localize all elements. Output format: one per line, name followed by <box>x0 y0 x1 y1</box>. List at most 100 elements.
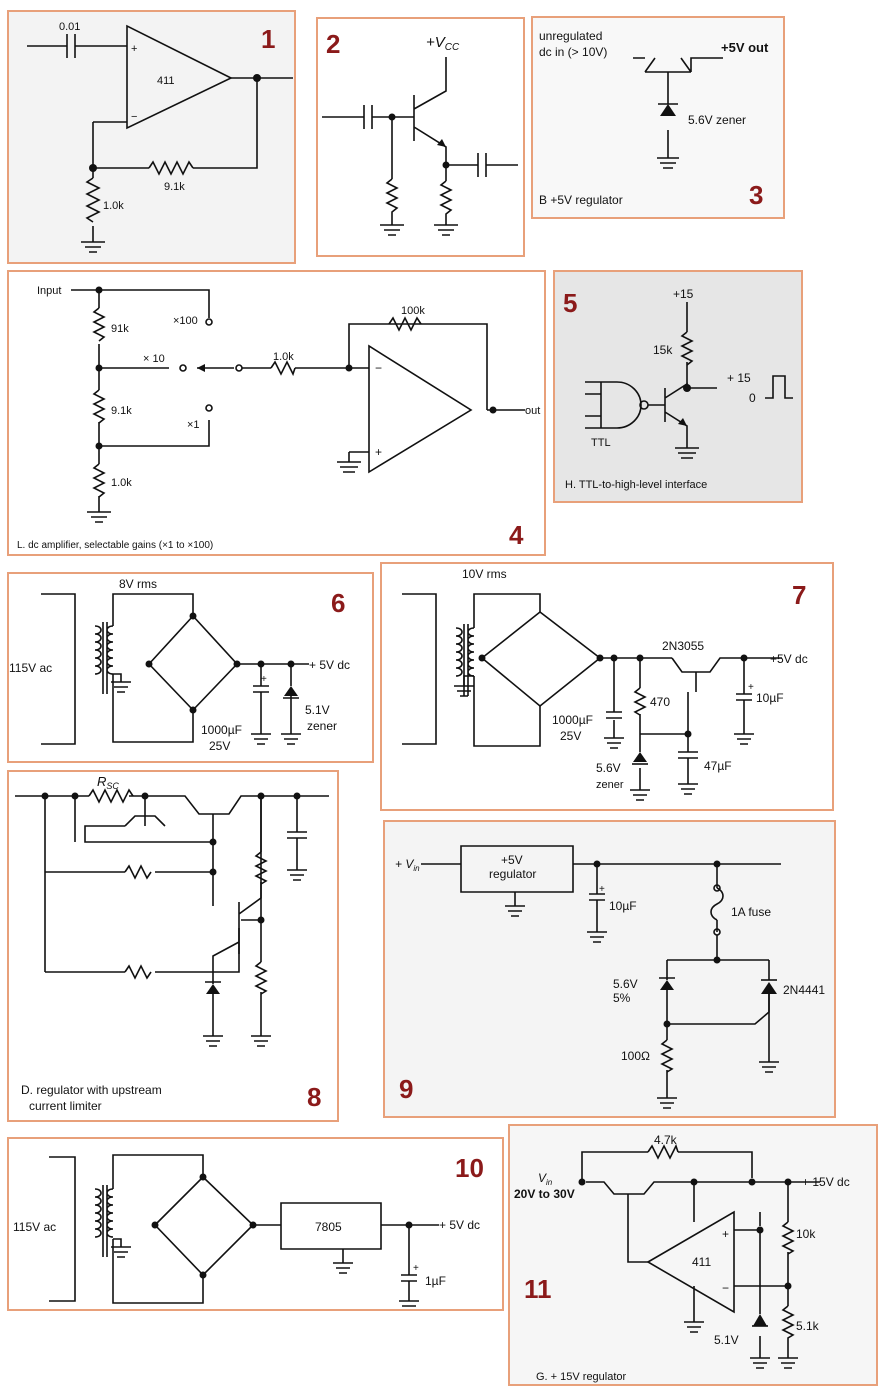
label-caption: H. TTL-to-high-level interface <box>565 479 707 491</box>
label-r: 470 <box>650 695 670 709</box>
label-r3: 5.1k <box>796 1319 820 1333</box>
label-z1: 5.6V <box>613 977 638 991</box>
label-vac: 8V rms <box>119 577 157 591</box>
svg-text:+VCC: +VCC <box>426 34 460 53</box>
label-z2: zener <box>596 779 624 791</box>
label-z1: 5.6V <box>596 761 621 775</box>
svg-text:+ Vin: + Vin <box>395 857 420 873</box>
label-r1: 4.7k <box>654 1133 678 1147</box>
label-vin-sub: in <box>546 1178 553 1187</box>
svg-text:Vin: Vin <box>538 1171 553 1187</box>
nand-gate <box>585 381 642 429</box>
panel-10: 115V ac 7805 + 5V dc 1µF + 10 <box>7 1137 504 1311</box>
label-out: + 5V dc <box>309 658 350 672</box>
label-cap: 0.01 <box>59 21 80 33</box>
label-caption: B +5V regulator <box>539 193 623 207</box>
circuit-6: 8V rms 115V ac + 5V dc + 1000µF 25V 5.1V… <box>9 577 350 753</box>
label-zener2: zener <box>307 719 337 733</box>
panel-6: 8V rms 115V ac + 5V dc + 1000µF 25V 5.1V… <box>7 572 374 763</box>
circuit-5: +15 15k + 15 0 TTL H. TTL-to-high-level … <box>565 287 793 491</box>
panel-number: 7 <box>792 580 807 610</box>
label-z2: 5% <box>613 991 631 1005</box>
label-r2: 10k <box>796 1227 816 1241</box>
label-vac: 10V rms <box>462 567 507 581</box>
circuit-10: 115V ac 7805 + 5V dc 1µF + <box>13 1154 480 1307</box>
label-plus: + <box>261 674 267 685</box>
label-x10: × 10 <box>143 353 165 365</box>
label-rg: 1.0k <box>103 200 124 212</box>
label-rin: 1.0k <box>273 351 294 363</box>
panel-2: +VCC 2 <box>316 17 525 257</box>
opamp-symbol <box>126 24 233 130</box>
label-out: +5V out <box>721 40 769 55</box>
panel-1: 0.01 + − 411 9.1k 1.0k 1 <box>7 10 296 264</box>
label-c2: 10µF <box>756 691 784 705</box>
label-zener: 5.1V <box>714 1333 739 1347</box>
panel-number: 11 <box>524 1274 552 1304</box>
circuit-4: Input 91k 9.1k 1.0k ×100 × 10 ×1 1.0k 10… <box>17 285 540 551</box>
resistor-rf <box>148 160 194 176</box>
label-input: Input <box>37 285 61 297</box>
circuit-7: 10V rms 2N3055 +5V dc 1000µF 25V 470 10µ… <box>402 567 808 801</box>
label-vcc-sub: CC <box>445 42 460 53</box>
panel-number: 8 <box>307 1082 322 1112</box>
label-minus: − <box>131 111 137 123</box>
label-v15b: + 15 <box>727 371 751 385</box>
label-capv: 25V <box>209 739 230 753</box>
label-rsc-sub: SC <box>106 781 119 791</box>
panel-number: 3 <box>749 180 764 210</box>
label-plus: + <box>722 1227 729 1241</box>
label-fuse: 1A fuse <box>731 905 771 919</box>
label-caption: G. + 15V regulator <box>536 1371 627 1383</box>
bridge-rectifier <box>153 1175 255 1277</box>
label-c3: 47µF <box>704 759 732 773</box>
panel-5: +15 15k + 15 0 TTL H. TTL-to-high-level … <box>553 270 803 503</box>
label-scr: 2N4441 <box>783 983 825 997</box>
label-r: 100Ω <box>621 1049 650 1063</box>
label-out: + 15V dc <box>802 1175 850 1189</box>
label-opamp: 411 <box>157 75 175 87</box>
label-cap: 1µF <box>425 1274 446 1288</box>
circuit-3: unregulated dc in (> 10V) +5V out 5.6V z… <box>539 29 769 207</box>
label-zero: 0 <box>749 391 756 405</box>
label-out: +5V dc <box>770 652 808 666</box>
label-vin: + V <box>395 857 414 871</box>
panel-4: Input 91k 9.1k 1.0k ×100 × 10 ×1 1.0k 10… <box>7 270 546 556</box>
circuit-1: 0.01 + − 411 9.1k 1.0k <box>27 21 293 253</box>
ground-symbol <box>81 241 105 253</box>
circuit-8: RSC D. regulator with upstream current l… <box>15 774 329 1113</box>
resistor-rsc <box>88 788 134 804</box>
capacitor-symbol <box>66 34 76 58</box>
label-minus: − <box>375 361 382 375</box>
label-zener: 5.1V <box>305 703 330 717</box>
label-transistor: 2N3055 <box>662 639 704 653</box>
label-r3: 1.0k <box>111 477 132 489</box>
svg-text:RSC: RSC <box>97 774 119 791</box>
label-reg2: regulator <box>489 867 536 881</box>
label-minus: − <box>722 1281 729 1295</box>
label-out: out <box>525 405 540 417</box>
label-r: 15k <box>653 343 673 357</box>
panel-number: 4 <box>509 520 524 550</box>
panel-number: 2 <box>326 29 341 59</box>
pulse-symbol <box>765 375 793 399</box>
label-reg1: +5V <box>501 853 523 867</box>
label-r2: 9.1k <box>111 405 132 417</box>
panel-9: + Vin +5V regulator 10µF + 1A fuse 5.6V … <box>383 820 836 1118</box>
panel-8: RSC D. regulator with upstream current l… <box>7 770 339 1122</box>
panel-7: 10V rms 2N3055 +5V dc 1000µF 25V 470 10µ… <box>380 562 834 811</box>
circuit-2: +VCC <box>322 34 518 236</box>
label-plus: + <box>375 445 382 459</box>
label-rf: 100k <box>401 305 425 317</box>
label-mains: 115V ac <box>9 661 52 675</box>
panel-number: 5 <box>563 288 578 318</box>
label-plus: + <box>599 884 605 895</box>
panel-3: unregulated dc in (> 10V) +5V out 5.6V z… <box>531 16 785 219</box>
label-vcc: +V <box>426 34 447 51</box>
bridge-rectifier <box>147 614 239 712</box>
label-x1: ×1 <box>187 419 200 431</box>
resistor-rg <box>85 177 101 223</box>
label-vin-range: 20V to 30V <box>514 1187 575 1201</box>
label-plus: + <box>748 682 754 693</box>
label-zener: 5.6V zener <box>688 113 746 127</box>
